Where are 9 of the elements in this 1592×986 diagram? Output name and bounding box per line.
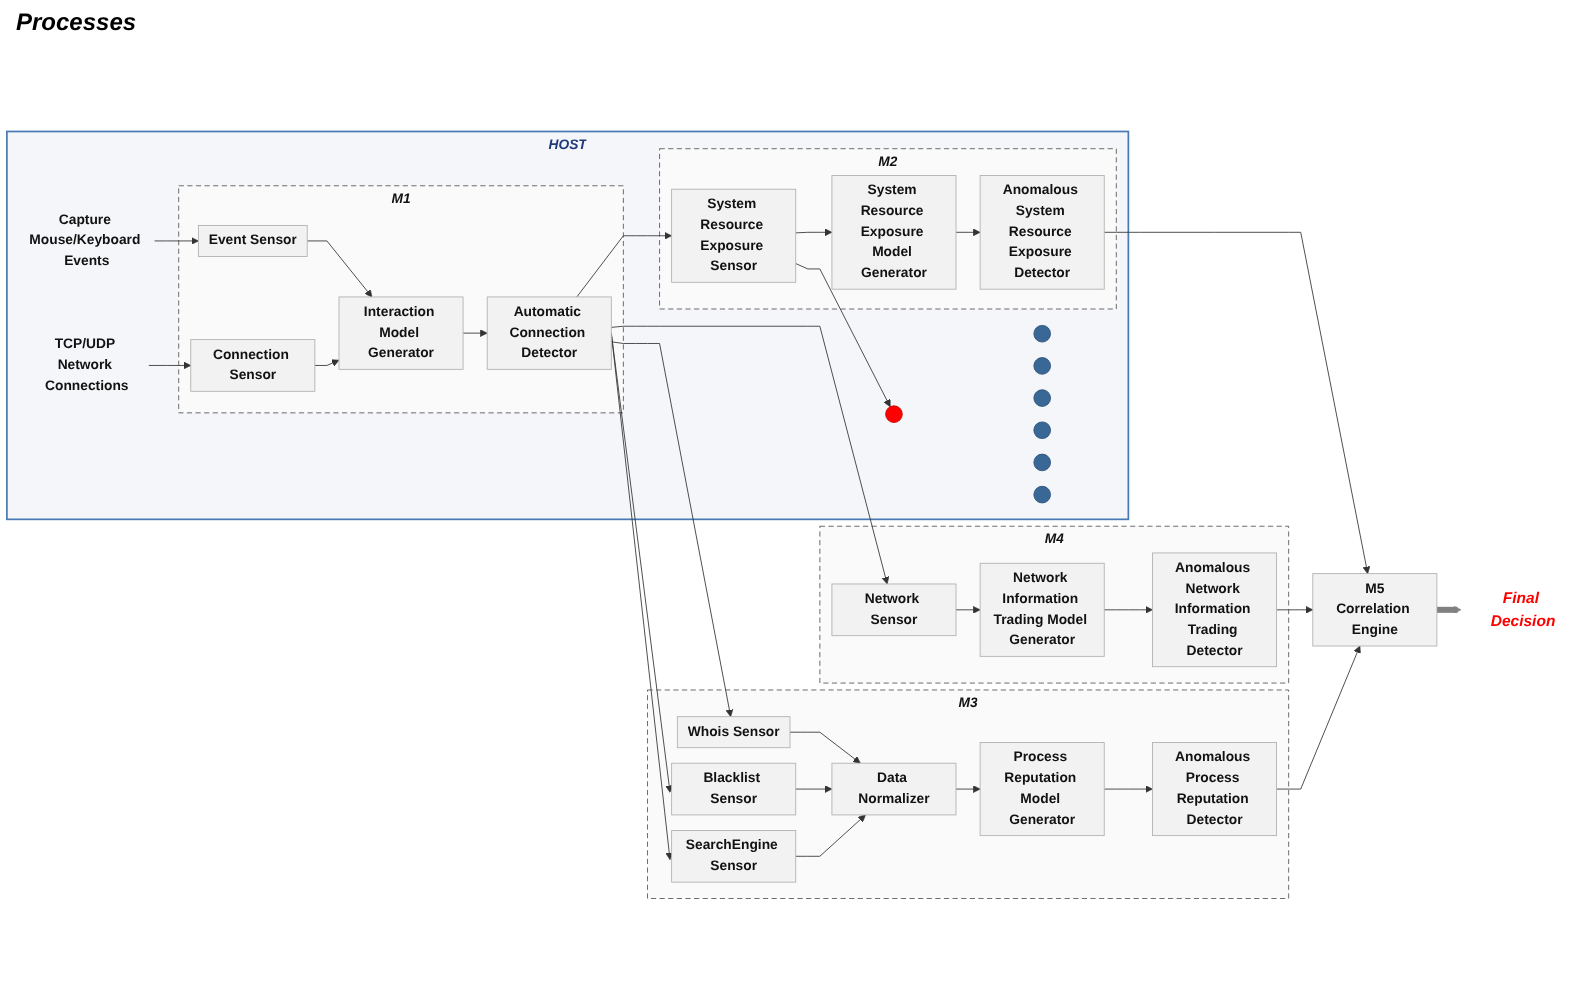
node-circle: [1033, 485, 1051, 504]
node-circle: [1033, 421, 1051, 440]
node-circle: [1033, 453, 1051, 472]
node-circle: [1033, 389, 1051, 407]
node-circle: [1033, 324, 1051, 343]
arrow: [1436, 606, 1462, 614]
node-circle: [1033, 357, 1051, 375]
caption-text: Processes: [16, 8, 137, 36]
node-circle: [885, 405, 903, 423]
